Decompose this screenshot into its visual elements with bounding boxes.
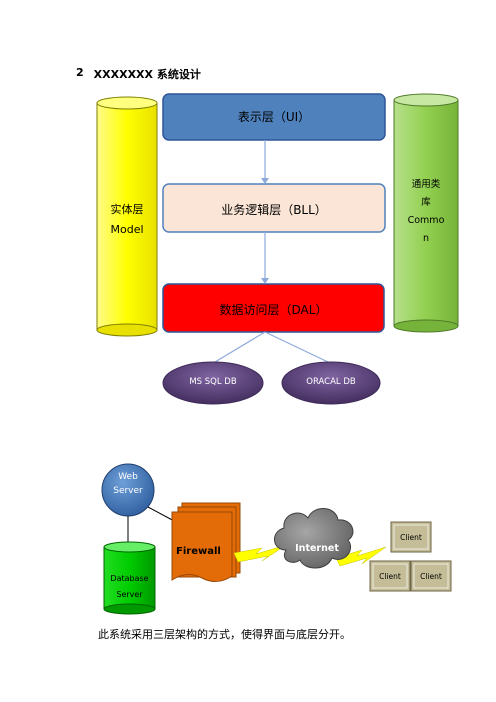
client-top-label: Client [400,533,422,542]
common-cylinder [393,93,459,333]
client-box-left [369,560,411,592]
ui-layer-box [162,93,386,141]
lightning-bolt-icon [233,544,287,563]
db1-label: MS SQL DB [189,377,237,387]
common-label: 通用类 库 Commo n [407,179,445,244]
db2-ellipse [281,361,381,405]
link-web-firewall [147,506,177,523]
firewall-label: Firewall [176,546,221,557]
bll-layer-box [162,183,386,233]
client-box-top [390,521,432,553]
ui-layer-label: 表示层（UI） [237,110,311,124]
model-cylinder [96,96,158,337]
arrow-head-icon [261,278,269,284]
section-number: 2 [76,66,84,79]
firewall-stack [171,502,241,582]
model-label: 实体层 Model [110,203,144,236]
db-server-label: Database Server [110,574,149,599]
section-heading: 2 XXXXXXX 系统设计 [76,66,201,82]
arrow-dal-db2 [264,331,329,363]
section-title: XXXXXXX 系统设计 [93,68,201,81]
internet-label: Internet [295,543,339,554]
arrow-dal-db1 [214,331,266,363]
client-right-label: Client [420,572,442,581]
arrow-head-icon [261,178,269,184]
lightning-bolt-icon [335,546,387,567]
client-box-right [410,560,452,592]
network-diagram [101,463,452,615]
caption-text: 此系统采用三层架构的方式，使得界面与底层分开。 [98,628,351,641]
web-server-label: Web Server [113,472,143,496]
db1-ellipse [162,361,264,405]
architecture-diagram [96,93,459,405]
db-server-cylinder [103,541,156,615]
client-left-label: Client [379,572,401,581]
internet-cloud [274,508,354,569]
db2-label: ORACAL DB [306,377,356,387]
dal-layer-box [162,283,385,333]
bll-layer-label: 业务逻辑层（BLL） [221,203,327,217]
dal-layer-label: 数据访问层（DAL） [219,303,328,317]
